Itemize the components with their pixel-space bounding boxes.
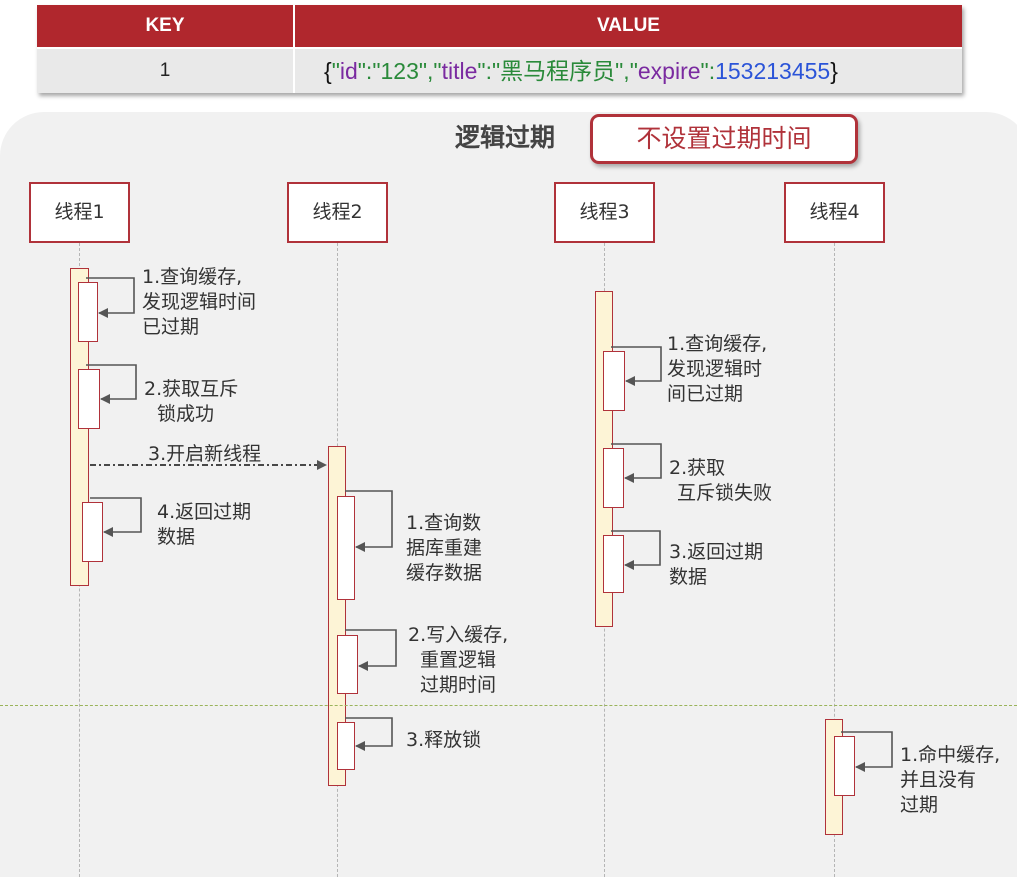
self-call-arrow (345, 717, 393, 751)
json-value-title: 黑马程序员 (500, 58, 616, 84)
column-divider (293, 5, 295, 47)
self-call-arrow (86, 277, 135, 318)
json-punct: "," (418, 58, 442, 84)
thread-3-step-2-box (603, 448, 624, 508)
thread-2-step-2-label: 2.写入缓存, 重置逻辑 过期时间 (408, 624, 509, 696)
thread-3-step-3-label: 3.返回过期 数据 (669, 541, 764, 588)
thread-1-step-4-box (82, 502, 103, 562)
thread-1-step-2-label: 2.获取互斥 锁成功 (144, 378, 239, 425)
json-brace: } (830, 58, 838, 84)
thread-3-step-3-box (603, 535, 624, 593)
thread-1-step-4-label: 4.返回过期 数据 (157, 501, 252, 548)
kv-table: KEY VALUE 1 {"id":"123","title":"黑马程序员",… (37, 5, 962, 93)
thread-1-header: 线程1 (29, 182, 130, 243)
json-punct: ": (700, 58, 716, 84)
thread-3-header: 线程3 (554, 182, 655, 243)
self-call-arrow (345, 629, 397, 671)
self-call-arrow (611, 530, 661, 570)
thread-1-step-3-label: 3.开启新线程 (148, 443, 262, 465)
self-call-arrow (86, 364, 137, 404)
thread-4-lifeline (834, 243, 835, 877)
thread-2-step-2-box (337, 635, 358, 694)
json-punct: ":" (357, 58, 381, 84)
self-call-arrow (611, 346, 662, 386)
self-call-arrow (345, 490, 393, 552)
json-punct: "," (615, 58, 638, 84)
diagram-title: 逻辑过期 (455, 123, 556, 152)
column-divider (293, 49, 295, 93)
thread-1-step-1-label: 1.查询缓存, 发现逻辑时间 已过期 (142, 266, 257, 338)
json-quote: " (331, 58, 340, 84)
thread-4-header: 线程4 (784, 182, 885, 243)
json-value-id: 123 (380, 58, 419, 84)
json-punct: ":" (477, 58, 501, 84)
json-brace: { (324, 58, 332, 84)
key-column-header: KEY (145, 15, 185, 36)
time-separator-line (0, 705, 1017, 706)
json-key-expire: expire (637, 58, 701, 84)
thread-2-step-1-box (337, 496, 355, 600)
no-expire-badge: 不设置过期时间 (590, 114, 858, 164)
thread-3-step-1-label: 1.查询缓存, 发现逻辑时 间已过期 (667, 333, 768, 405)
thread-2-header: 线程2 (287, 182, 388, 243)
value-column-header: VALUE (597, 15, 660, 36)
self-call-arrow (841, 731, 893, 772)
thread-2-step-3-box (337, 722, 355, 770)
thread-2-step-1-label: 1.查询数 据库重建 缓存数据 (406, 512, 483, 584)
table-row: 1 {"id":"123","title":"黑马程序员","expire":1… (37, 49, 962, 93)
thread-2-step-3-label: 3.释放锁 (406, 729, 482, 751)
thread-4-step-1-box (834, 736, 855, 796)
thread-1-step-1-box (78, 282, 98, 342)
json-value-expire: 153213455 (715, 58, 831, 84)
json-key-id: id (339, 58, 358, 84)
thread-3-step-1-box (603, 351, 625, 411)
json-key-title: title (441, 58, 478, 84)
thread-1-step-2-box (78, 369, 100, 429)
value-cell: {"id":"123","title":"黑马程序员","expire":153… (324, 49, 838, 93)
key-cell: 1 (159, 60, 171, 81)
kv-table-header: KEY VALUE (37, 5, 962, 47)
thread-3-step-2-label: 2.获取 互斥锁失败 (669, 457, 773, 504)
thread-4-step-1-label: 1.命中缓存, 并且没有 过期 (900, 744, 1001, 816)
self-call-arrow (90, 497, 142, 537)
self-call-arrow (611, 443, 662, 483)
